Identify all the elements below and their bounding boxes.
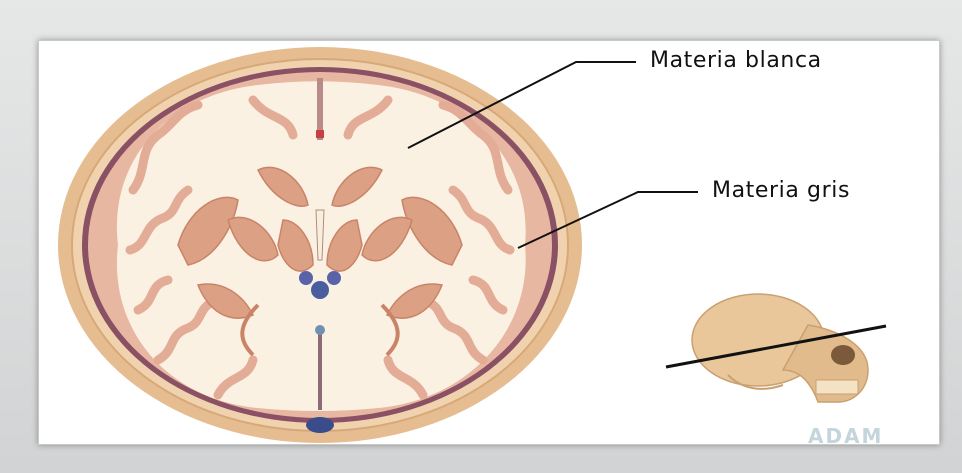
anterior-vessel	[316, 130, 324, 138]
adam-watermark: ADAM	[808, 424, 883, 445]
illustration-panel: Materia blanca Materia gris ADAM	[38, 40, 940, 445]
skull-inset	[666, 294, 886, 402]
third-ventricle	[316, 210, 324, 260]
brain-illustration	[38, 40, 940, 445]
posterior-sinus	[306, 417, 334, 433]
gray-matter-label: Materia gris	[712, 178, 850, 203]
white-matter-label: Materia blanca	[650, 48, 822, 73]
orbit	[831, 345, 855, 365]
teeth	[816, 380, 858, 394]
